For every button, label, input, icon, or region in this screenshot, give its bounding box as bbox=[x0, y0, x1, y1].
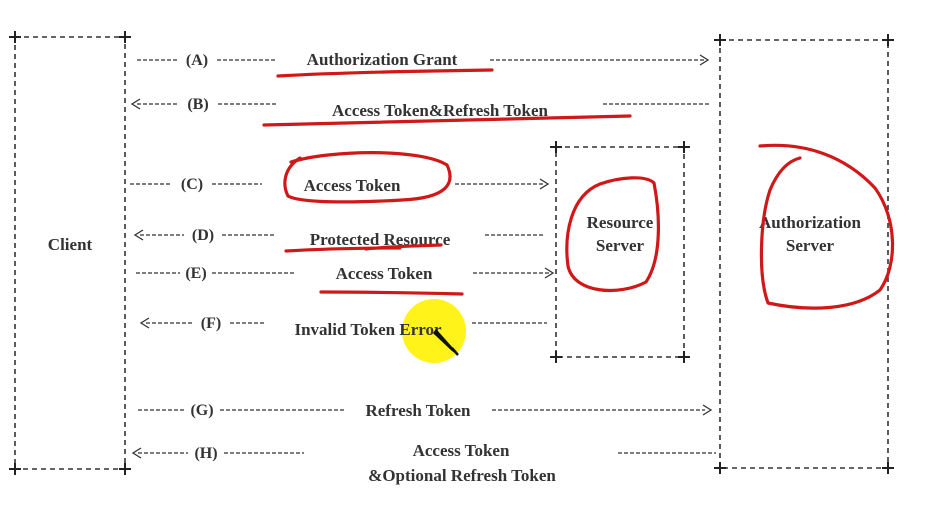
authorization-server-label-line2: Server bbox=[786, 236, 835, 255]
flow-c-label: Access Token bbox=[304, 176, 401, 195]
box-corner-marks bbox=[9, 31, 894, 475]
client-label: Client bbox=[48, 235, 93, 254]
flow-a-letter: (A) bbox=[186, 52, 208, 69]
flow-h-letter: (H) bbox=[194, 445, 217, 462]
circle-access-token bbox=[283, 151, 452, 204]
flow-g-label: Refresh Token bbox=[365, 401, 471, 420]
flow-b-letter: (B) bbox=[187, 96, 208, 113]
resource-server-box bbox=[555, 146, 685, 358]
client-box bbox=[14, 36, 126, 470]
resource-server-label-line2: Server bbox=[596, 236, 645, 255]
pen-cursor-icon bbox=[433, 328, 459, 356]
flow-d-letter: (D) bbox=[192, 227, 214, 244]
authorization-server-label-line1: Authorization bbox=[759, 213, 862, 232]
resource-server-label-line1: Resource bbox=[587, 213, 654, 232]
red-annotations bbox=[262, 68, 895, 310]
underline-access-refresh-token bbox=[262, 114, 632, 127]
flow-d-label: Protected Resource bbox=[310, 230, 451, 249]
flow-h-label-line2: &Optional Refresh Token bbox=[368, 466, 556, 485]
flow-f-label: Invalid Token Error bbox=[294, 320, 442, 339]
underline-resource bbox=[364, 243, 443, 251]
underline-authorization-grant bbox=[276, 68, 494, 78]
flow-h-label-line1: Access Token bbox=[413, 441, 510, 460]
flow-c-letter: (C) bbox=[181, 176, 203, 193]
flow-g-letter: (G) bbox=[190, 402, 213, 419]
flow-e-label: Access Token bbox=[336, 264, 433, 283]
circle-authorization-server bbox=[758, 143, 895, 310]
flow-lines bbox=[130, 59, 716, 454]
circle-resource-server bbox=[565, 176, 660, 293]
flow-f-letter: (F) bbox=[201, 315, 221, 332]
flow-e-letter: (E) bbox=[185, 265, 206, 282]
flow-a-label: Authorization Grant bbox=[307, 50, 458, 69]
authorization-server-box bbox=[719, 39, 889, 469]
flow-b-label: Access Token&Refresh Token bbox=[332, 101, 549, 120]
underline-access-token-e bbox=[319, 290, 464, 296]
arrowheads bbox=[130, 54, 713, 459]
